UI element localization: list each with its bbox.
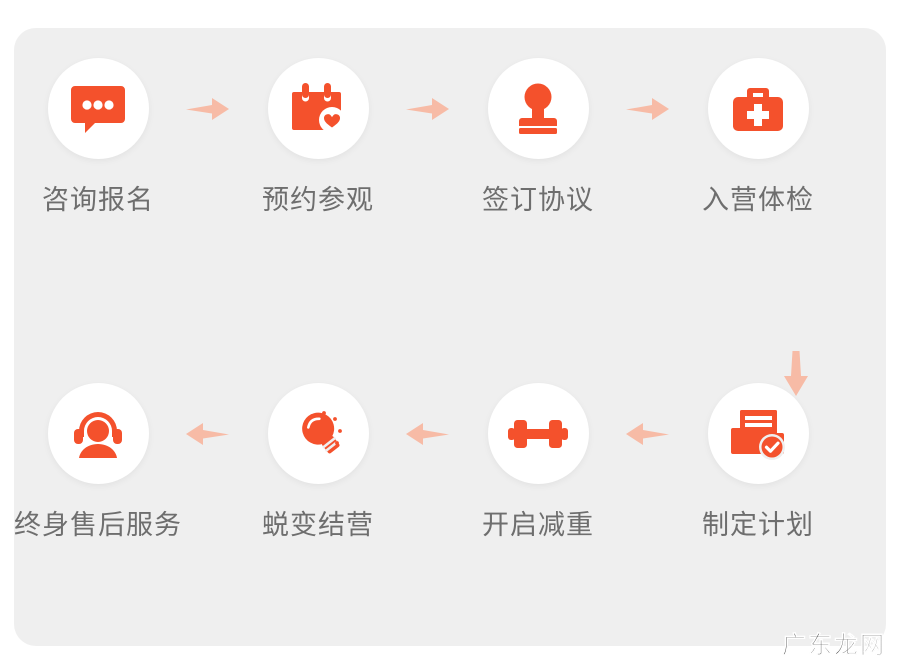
flow-step-make-plan[interactable]: 制定计划 [674, 383, 842, 541]
flow-step-label: 蜕变结营 [262, 510, 374, 540]
arrow-left-icon [402, 383, 454, 484]
flow-step-icon-circle [267, 383, 369, 484]
headset-support-icon [70, 409, 126, 459]
flow-step-icon-circle [267, 58, 369, 159]
site-watermark: 广东龙网 [782, 631, 886, 660]
process-flow-panel: 咨询报名 预约参观 [14, 28, 886, 646]
chat-bubble-icon [70, 84, 126, 134]
flow-step-entry-checkup[interactable]: 入营体检 [674, 58, 842, 216]
flow-step-label: 签订协议 [482, 185, 594, 215]
flow-step-icon-circle [707, 58, 809, 159]
arrow-left-icon [622, 383, 674, 484]
flow-row-top: 咨询报名 预约参观 [14, 58, 886, 308]
light-bulb-icon [290, 407, 346, 461]
arrow-right-icon [182, 58, 234, 159]
arrow-down-icon [756, 333, 836, 413]
flow-step-label: 预约参观 [262, 185, 374, 215]
flow-step-icon-circle [707, 383, 809, 484]
arrow-right-icon [622, 58, 674, 159]
flow-step-start-weight-loss[interactable]: 开启减重 [454, 383, 622, 541]
flow-step-label: 制定计划 [702, 510, 814, 540]
dumbbell-icon [508, 415, 568, 453]
flow-step-label: 咨询报名 [42, 185, 154, 215]
flow-step-sign-agreement[interactable]: 签订协议 [454, 58, 622, 216]
flow-step-label: 终身售后服务 [14, 510, 182, 540]
flow-row-bottom: 终身售后服务 [14, 383, 886, 633]
arrow-left-icon [182, 383, 234, 484]
calendar-heart-icon [290, 82, 346, 136]
stamp-icon [511, 83, 565, 135]
flow-step-label: 开启减重 [482, 510, 594, 540]
document-check-icon [730, 408, 786, 460]
flow-step-book-visit[interactable]: 预约参观 [234, 58, 402, 216]
medical-kit-icon [731, 85, 785, 133]
flow-step-icon-circle [47, 58, 149, 159]
flow-step-lifetime-service[interactable]: 终身售后服务 [14, 383, 182, 541]
flow-step-transformation-graduation[interactable]: 蜕变结营 [234, 383, 402, 541]
flow-step-label: 入营体检 [702, 185, 814, 215]
flow-step-icon-circle [487, 58, 589, 159]
flow-step-consult-signup[interactable]: 咨询报名 [14, 58, 182, 216]
arrow-right-icon [402, 58, 454, 159]
flow-step-icon-circle [47, 383, 149, 484]
flow-step-icon-circle [487, 383, 589, 484]
